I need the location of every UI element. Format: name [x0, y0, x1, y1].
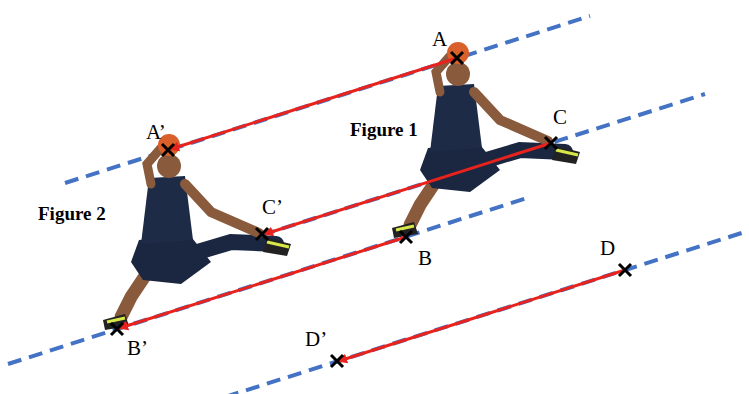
- point-label: D’: [305, 328, 327, 351]
- point-label: D: [600, 237, 615, 260]
- point-label: B: [418, 247, 432, 270]
- figure-label: Figure 2: [38, 204, 106, 225]
- point-label: C: [553, 106, 567, 129]
- point-label: A’: [146, 121, 166, 144]
- point-label: C’: [262, 196, 283, 219]
- point-label: A: [432, 28, 447, 51]
- point-label: B’: [127, 337, 148, 360]
- figure-label: Figure 1: [350, 120, 418, 141]
